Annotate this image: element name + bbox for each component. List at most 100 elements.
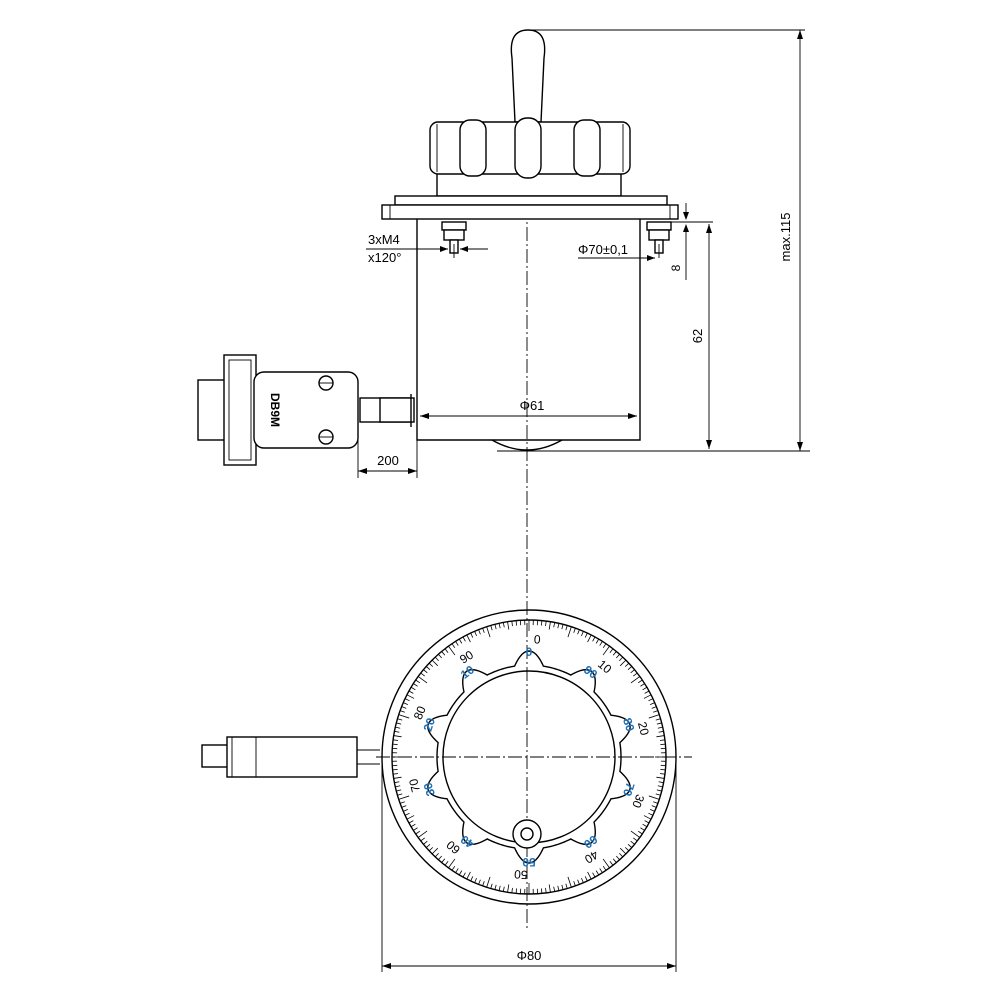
scale-tick (630, 676, 641, 684)
scale-label-outer: 30 (629, 792, 647, 810)
scale-tick (423, 669, 428, 674)
scale-tick (403, 702, 409, 705)
scale-tick (624, 847, 630, 852)
scale-label-inner: 80 (620, 716, 638, 733)
scale-tick (462, 636, 466, 642)
scale-label-inner: 30 (420, 781, 438, 798)
scale-tick (393, 776, 402, 779)
scale-tick (630, 840, 635, 845)
dimension-dial-diameter: Φ80 (381, 757, 677, 972)
svg-text:x120°: x120° (368, 250, 401, 265)
scale-tick (648, 795, 660, 800)
scale-tick (448, 645, 456, 656)
scale-tick (643, 694, 652, 699)
scale-tick (431, 659, 439, 667)
scale-tick (651, 805, 657, 808)
scale-tick (394, 730, 400, 733)
scale-tick (573, 881, 576, 887)
scale-label-outer: 0 (533, 632, 541, 646)
scale-tick (394, 781, 400, 784)
scale-label-outer: 50 (513, 867, 528, 882)
dimension-bolt-circle: Φ70±0,1 (578, 242, 660, 261)
db9m-connector: DB9M (197, 354, 359, 466)
svg-text:62: 62 (690, 329, 705, 343)
scale-tick (630, 669, 635, 674)
scale-tick (581, 631, 584, 637)
scale-label-outer: 80 (411, 704, 429, 722)
scale-tick (658, 781, 664, 784)
scale-tick (478, 629, 481, 635)
scale-tick (395, 726, 401, 729)
scale-tick (494, 624, 497, 630)
scale-tick (595, 638, 600, 644)
connector-label: DB9M (268, 393, 282, 427)
scale-tick (420, 672, 425, 677)
scale-tick (455, 641, 459, 646)
scale-tick (401, 706, 407, 709)
scale-tick (615, 855, 620, 861)
dial-inner-cutout (427, 650, 631, 864)
scale-tick (633, 672, 638, 677)
scale-tick (478, 879, 481, 885)
dimension-cable-length: 200 (357, 422, 418, 478)
scale-tick (656, 722, 662, 725)
scale-tick (438, 653, 443, 659)
scale-tick (502, 622, 505, 628)
scale-tick (637, 830, 643, 835)
scale-tick (448, 858, 456, 869)
scale-tick (592, 872, 596, 878)
scale-tick (602, 643, 607, 649)
scale-tick (451, 865, 456, 871)
scale-tick (545, 621, 547, 627)
scale-tick (630, 830, 641, 838)
scale-tick (482, 881, 485, 887)
scale-tick (595, 870, 600, 876)
scale-tick (644, 690, 650, 694)
svg-text:Φ70±0,1: Φ70±0,1 (578, 242, 628, 257)
scale-tick (415, 679, 421, 684)
scale-tick (653, 801, 659, 804)
scale-tick (507, 884, 510, 893)
scale-tick (592, 636, 596, 642)
scale-label-inner: 0 (526, 645, 533, 659)
toggle-lever (510, 29, 546, 123)
dimension-total-height: max.115 (530, 29, 805, 451)
scale-tick (619, 659, 627, 667)
housing-body (416, 219, 810, 452)
scale-tick (490, 883, 493, 889)
scale-tick (486, 626, 491, 638)
mounting-flange (381, 195, 679, 220)
scale-tick (602, 865, 607, 871)
scale-tick (657, 726, 663, 729)
scale-tick (587, 871, 592, 880)
scale-tick (587, 634, 592, 643)
scale-tick (399, 710, 405, 713)
scale-tick (619, 656, 624, 662)
scale-tick (557, 885, 560, 891)
scale-label-outer: 10 (595, 657, 614, 677)
svg-text:Φ80: Φ80 (517, 948, 542, 963)
scale-tick (396, 722, 402, 725)
scale-tick (619, 852, 624, 858)
scale-tick (648, 698, 654, 702)
scale-tick (423, 840, 428, 845)
scale-tick (584, 632, 588, 638)
scale-tick (498, 623, 501, 629)
scale-label-inner: 60 (581, 832, 600, 851)
scale-tick (494, 884, 497, 890)
scale-tick (609, 861, 614, 866)
scale-tick (498, 885, 501, 891)
scale-tick (401, 805, 407, 808)
svg-text:3xM4: 3xM4 (368, 232, 400, 247)
scale-tick (619, 847, 627, 855)
scale-tick (425, 843, 431, 848)
scale-tick (406, 815, 415, 820)
scale-tick (470, 876, 474, 882)
scale-tick (655, 718, 661, 721)
scale-tick (428, 662, 434, 667)
scale-label-outer: 60 (443, 837, 462, 857)
scale-tick (474, 877, 477, 883)
dimension-mount-holes: 3xM4 x120° (366, 232, 488, 265)
scale-tick (599, 641, 603, 646)
